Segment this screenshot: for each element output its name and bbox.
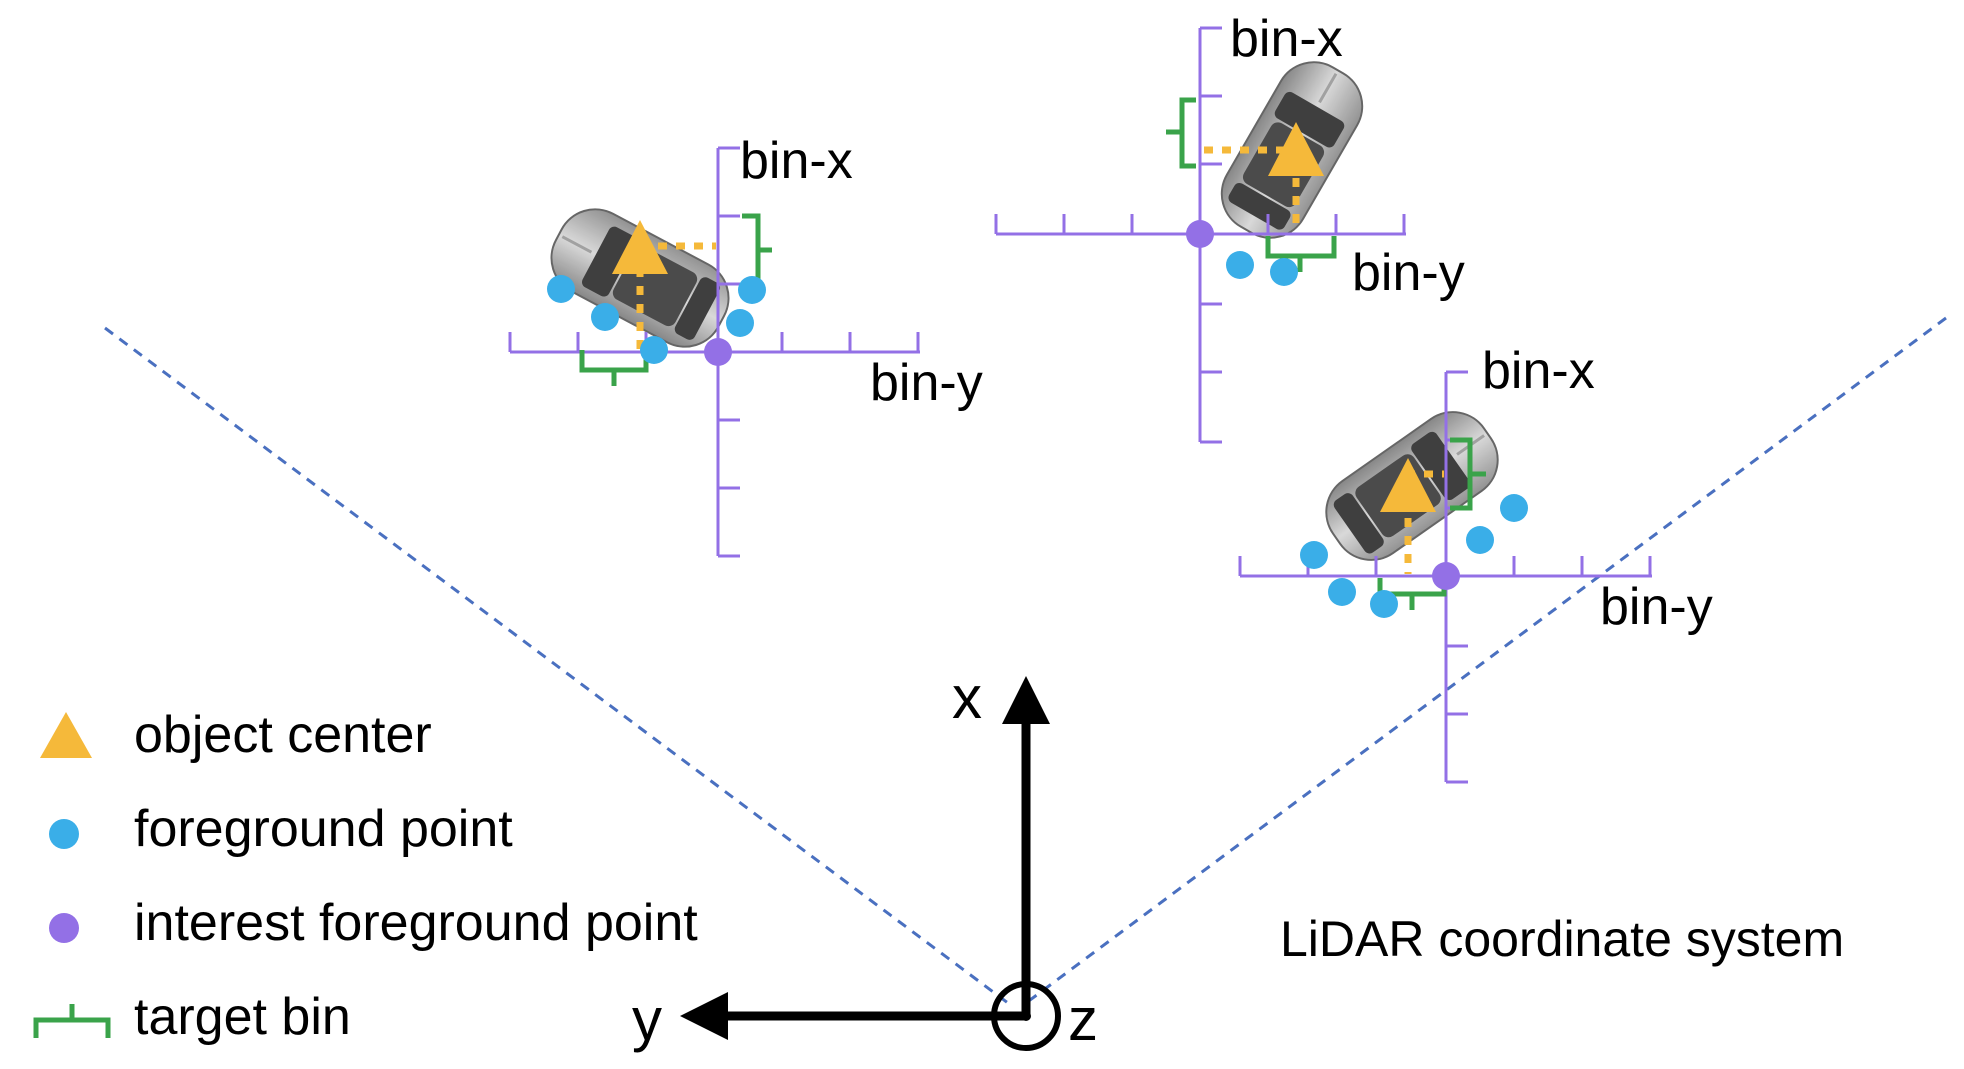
legend-item-object-center: object center: [134, 706, 432, 764]
interest-foreground-point: [704, 338, 732, 366]
foreground-point: [547, 275, 575, 303]
foreground-point: [1270, 258, 1298, 286]
x-axis-label: x: [952, 664, 982, 731]
bin-y-label: bin-y: [870, 354, 983, 412]
z-axis-origin-circle: [991, 981, 1061, 1051]
foreground-point: [1328, 578, 1356, 606]
foreground-point: [1300, 541, 1328, 569]
y-axis-arrowhead: [680, 992, 728, 1040]
bin-y-label: bin-y: [1352, 244, 1465, 302]
bin-ticks: [508, 146, 920, 558]
foreground-point: [726, 309, 754, 337]
target-bin-bracket: [1265, 236, 1337, 272]
x-axis-arrowhead: [1002, 676, 1050, 724]
foreground-point: [1500, 494, 1528, 522]
legend-item-foreground-point: foreground point: [134, 800, 513, 858]
bin-x-label: bin-x: [1482, 342, 1595, 400]
bin-x-label: bin-x: [740, 132, 853, 190]
target-bin-bracket: [579, 350, 649, 386]
foreground-point: [591, 303, 619, 331]
bin-ticks: [994, 26, 1406, 444]
legend-item-target-bin: target bin: [134, 988, 351, 1046]
circle-icon: [49, 913, 79, 943]
lidar-system-label: LiDAR coordinate system: [1280, 911, 1844, 967]
bin-x-label: bin-x: [1230, 10, 1343, 68]
fov-line-right: [1021, 316, 1947, 1008]
y-axis-label: y: [632, 986, 662, 1053]
bracket-icon: [33, 1004, 111, 1038]
object-3-group: bin-x bin-y: [1238, 342, 1713, 784]
triangle-icon: [40, 712, 92, 758]
foreground-point: [1466, 526, 1494, 554]
interest-foreground-point: [1186, 220, 1214, 248]
legend-item-interest-foreground-point: interest foreground point: [134, 894, 698, 952]
target-bin-bracket: [1450, 437, 1486, 511]
lidar-axes: x y z: [632, 664, 1098, 1053]
bin-y-label: bin-y: [1600, 578, 1713, 636]
foreground-point: [1370, 590, 1398, 618]
foreground-point: [1226, 251, 1254, 279]
z-axis-label: z: [1068, 986, 1098, 1053]
circle-icon: [49, 819, 79, 849]
interest-foreground-point: [1432, 562, 1460, 590]
object-2-group: bin-x bin-y: [994, 10, 1465, 444]
legend: object center foreground point interest …: [33, 706, 698, 1046]
target-bin-bracket: [742, 213, 772, 287]
foreground-point: [640, 336, 668, 364]
object-1-group: bin-x bin-y: [508, 132, 983, 558]
object-center-triangle: [1268, 122, 1324, 176]
foreground-point: [738, 276, 766, 304]
fov-line-left: [104, 326, 1013, 1008]
object-center-triangle: [1380, 458, 1436, 512]
target-bin-bracket: [1166, 97, 1196, 169]
object-center-triangle: [612, 220, 668, 274]
z-axis-origin-dot: [1021, 1011, 1031, 1021]
